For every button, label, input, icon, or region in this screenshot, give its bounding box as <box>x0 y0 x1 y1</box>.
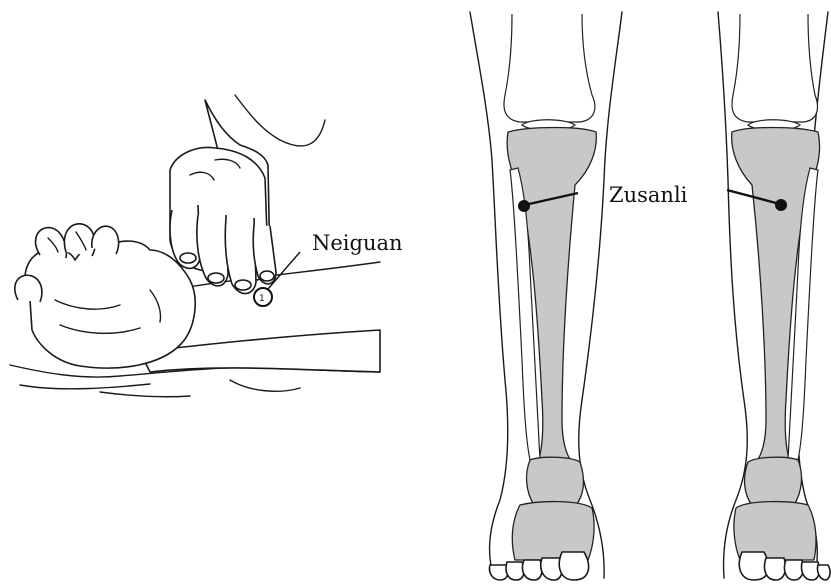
leg-right-illustration <box>718 12 830 580</box>
hand-wrist-illustration: 1 Neiguan <box>10 95 403 397</box>
neiguan-label: Neiguan <box>312 231 403 255</box>
leg-left-illustration <box>470 12 622 580</box>
zusanli-label: Zusanli <box>609 183 688 207</box>
zusanli-point-left <box>518 200 530 212</box>
zusanli-point-right <box>775 199 787 211</box>
svg-text:1: 1 <box>259 294 265 304</box>
